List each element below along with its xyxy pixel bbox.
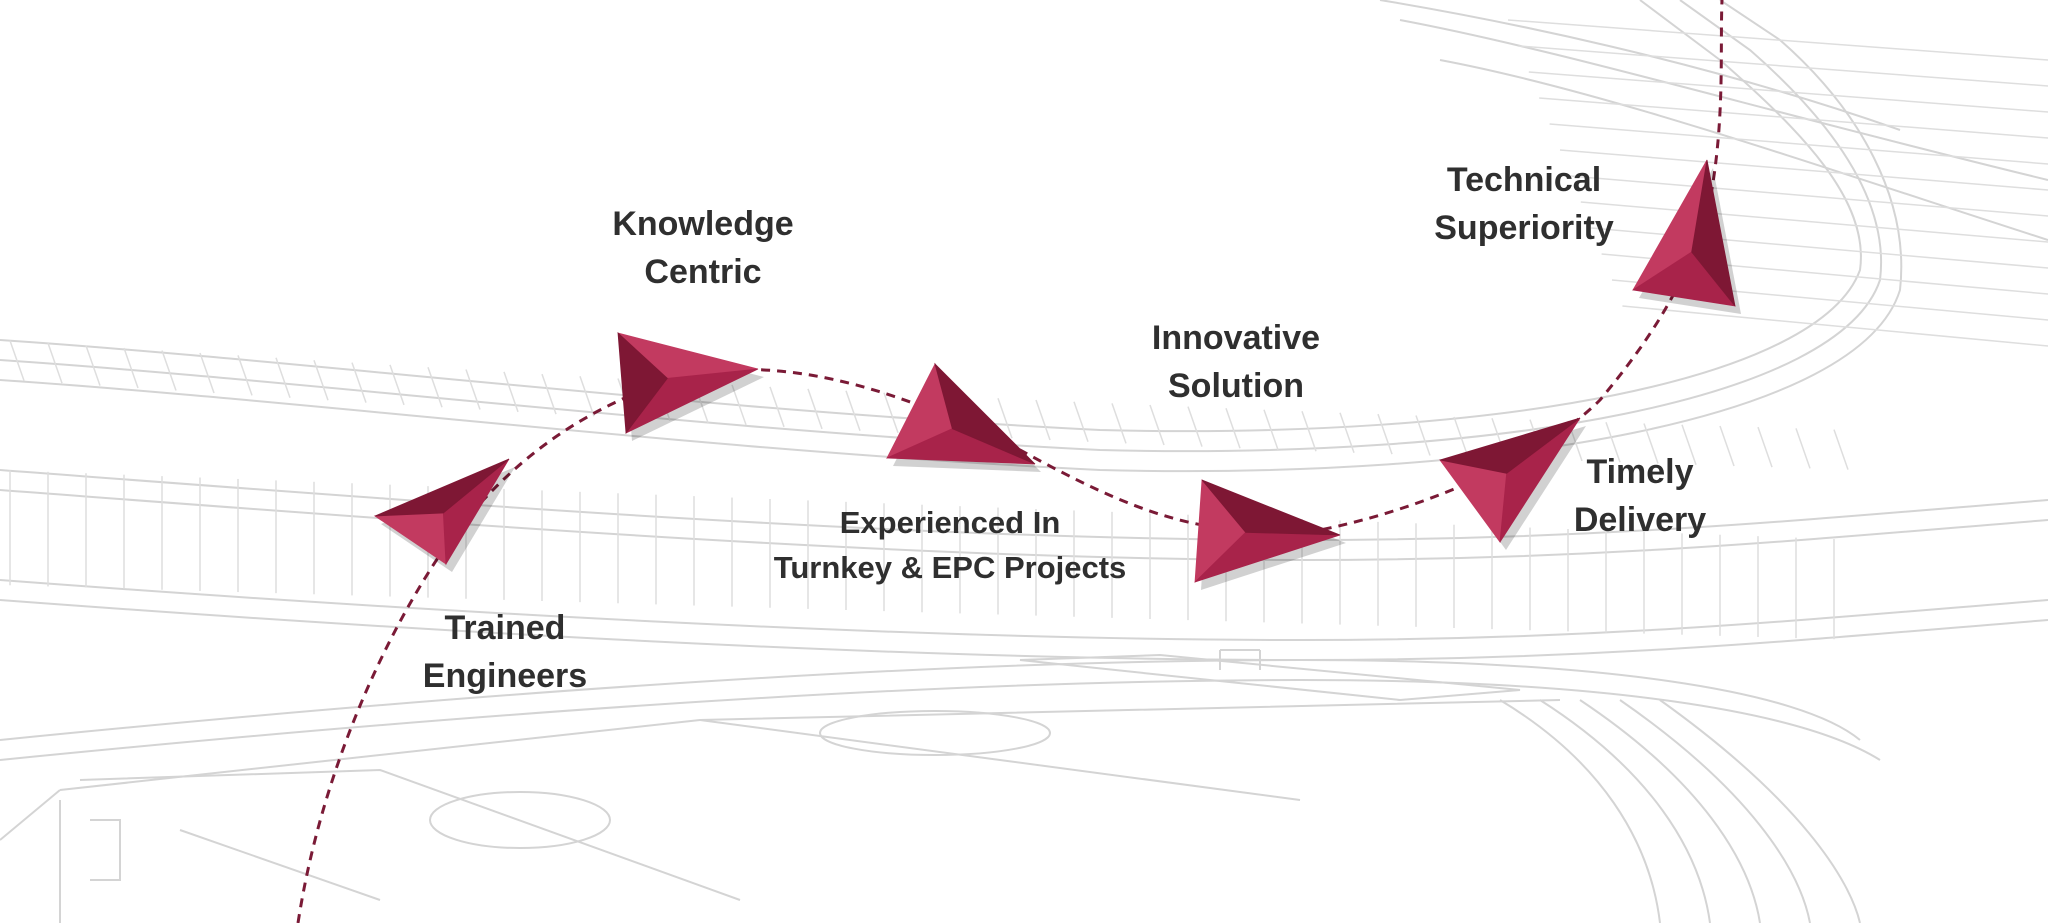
triangle-marker-2 — [617, 332, 764, 441]
triangle-marker-5 — [1439, 417, 1586, 550]
triangle-facet — [1439, 459, 1508, 544]
triangle-facet — [617, 332, 668, 435]
triangle-marker-3 — [886, 362, 1041, 472]
triangle-facet — [374, 458, 510, 517]
triangle-facet — [934, 362, 1036, 465]
triangle-marker-1 — [373, 458, 515, 572]
triangle-facet — [1691, 159, 1736, 307]
triangle-marker-4 — [1194, 478, 1346, 590]
triangle-facet — [1439, 417, 1581, 474]
triangle-facet — [373, 512, 447, 565]
dashed-journey-path — [296, 0, 1724, 923]
triangle-marker-6 — [1631, 159, 1741, 314]
triangle-facet — [1201, 479, 1341, 536]
